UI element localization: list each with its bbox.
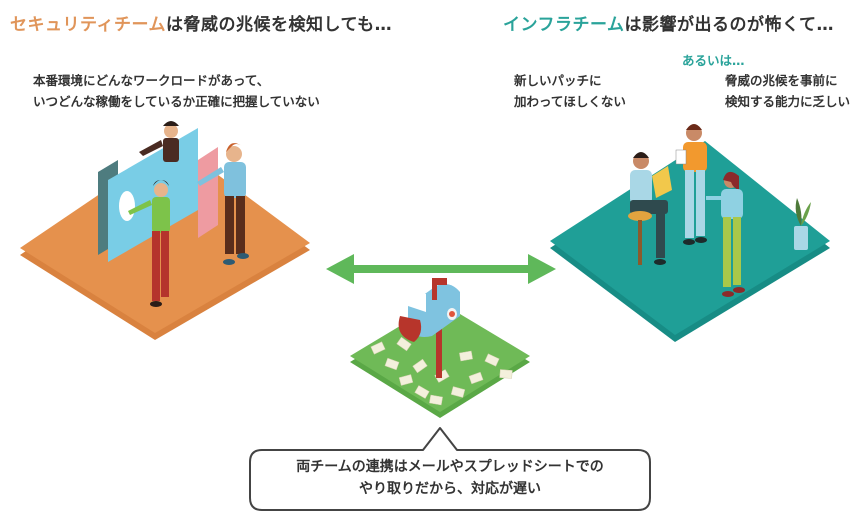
- security-team-label: セキュリティチーム: [10, 15, 166, 35]
- security-note-line2: いつどんな稼働をしているか正確に把握していない: [33, 94, 320, 109]
- security-note: 本番環境にどんなワークロードがあって、 いつどんな稼働をしているか正確に把握して…: [33, 70, 320, 112]
- infra-note-right-line1: 脅威の兆候を事前に: [725, 73, 838, 88]
- infra-note-left-line2: 加わってほしくない: [514, 94, 626, 109]
- infra-note-left-line1: 新しいパッチに: [514, 73, 602, 88]
- bubble-text: 両チームの連携はメールやスプレッドシートでの やり取りだから、対応が遅い: [260, 456, 640, 500]
- speech-bubble: [249, 427, 651, 511]
- infra-note-right: 脅威の兆候を事前に 検知する能力に乏しい: [725, 70, 850, 112]
- bubble-line1: 両チームの連携はメールやスプレッドシートでの: [296, 459, 604, 475]
- infra-team-heading: インフラチームは影響が出るのが怖くて…: [503, 10, 834, 35]
- double-arrow: [326, 254, 556, 284]
- security-team-illustration: [98, 121, 249, 307]
- security-note-line1: 本番環境にどんなワークロードがあって、: [33, 73, 270, 88]
- security-team-heading-rest: は脅威の兆候を検知しても…: [165, 15, 393, 35]
- infra-team-illustration: [628, 124, 811, 297]
- security-team-heading: セキュリティチームは脅威の兆候を検知しても…: [10, 10, 392, 35]
- infra-team-label: インフラチーム: [503, 15, 625, 35]
- or-label: あるいは…: [682, 53, 745, 68]
- infra-team-heading-rest: は影響が出るのが怖くて…: [624, 15, 834, 35]
- infra-note-left: 新しいパッチに 加わってほしくない: [514, 70, 626, 112]
- mail-platform: [350, 278, 530, 418]
- infra-note-right-line2: 検知する能力に乏しい: [725, 94, 851, 109]
- bubble-line2: やり取りだから、対応が遅い: [359, 481, 541, 497]
